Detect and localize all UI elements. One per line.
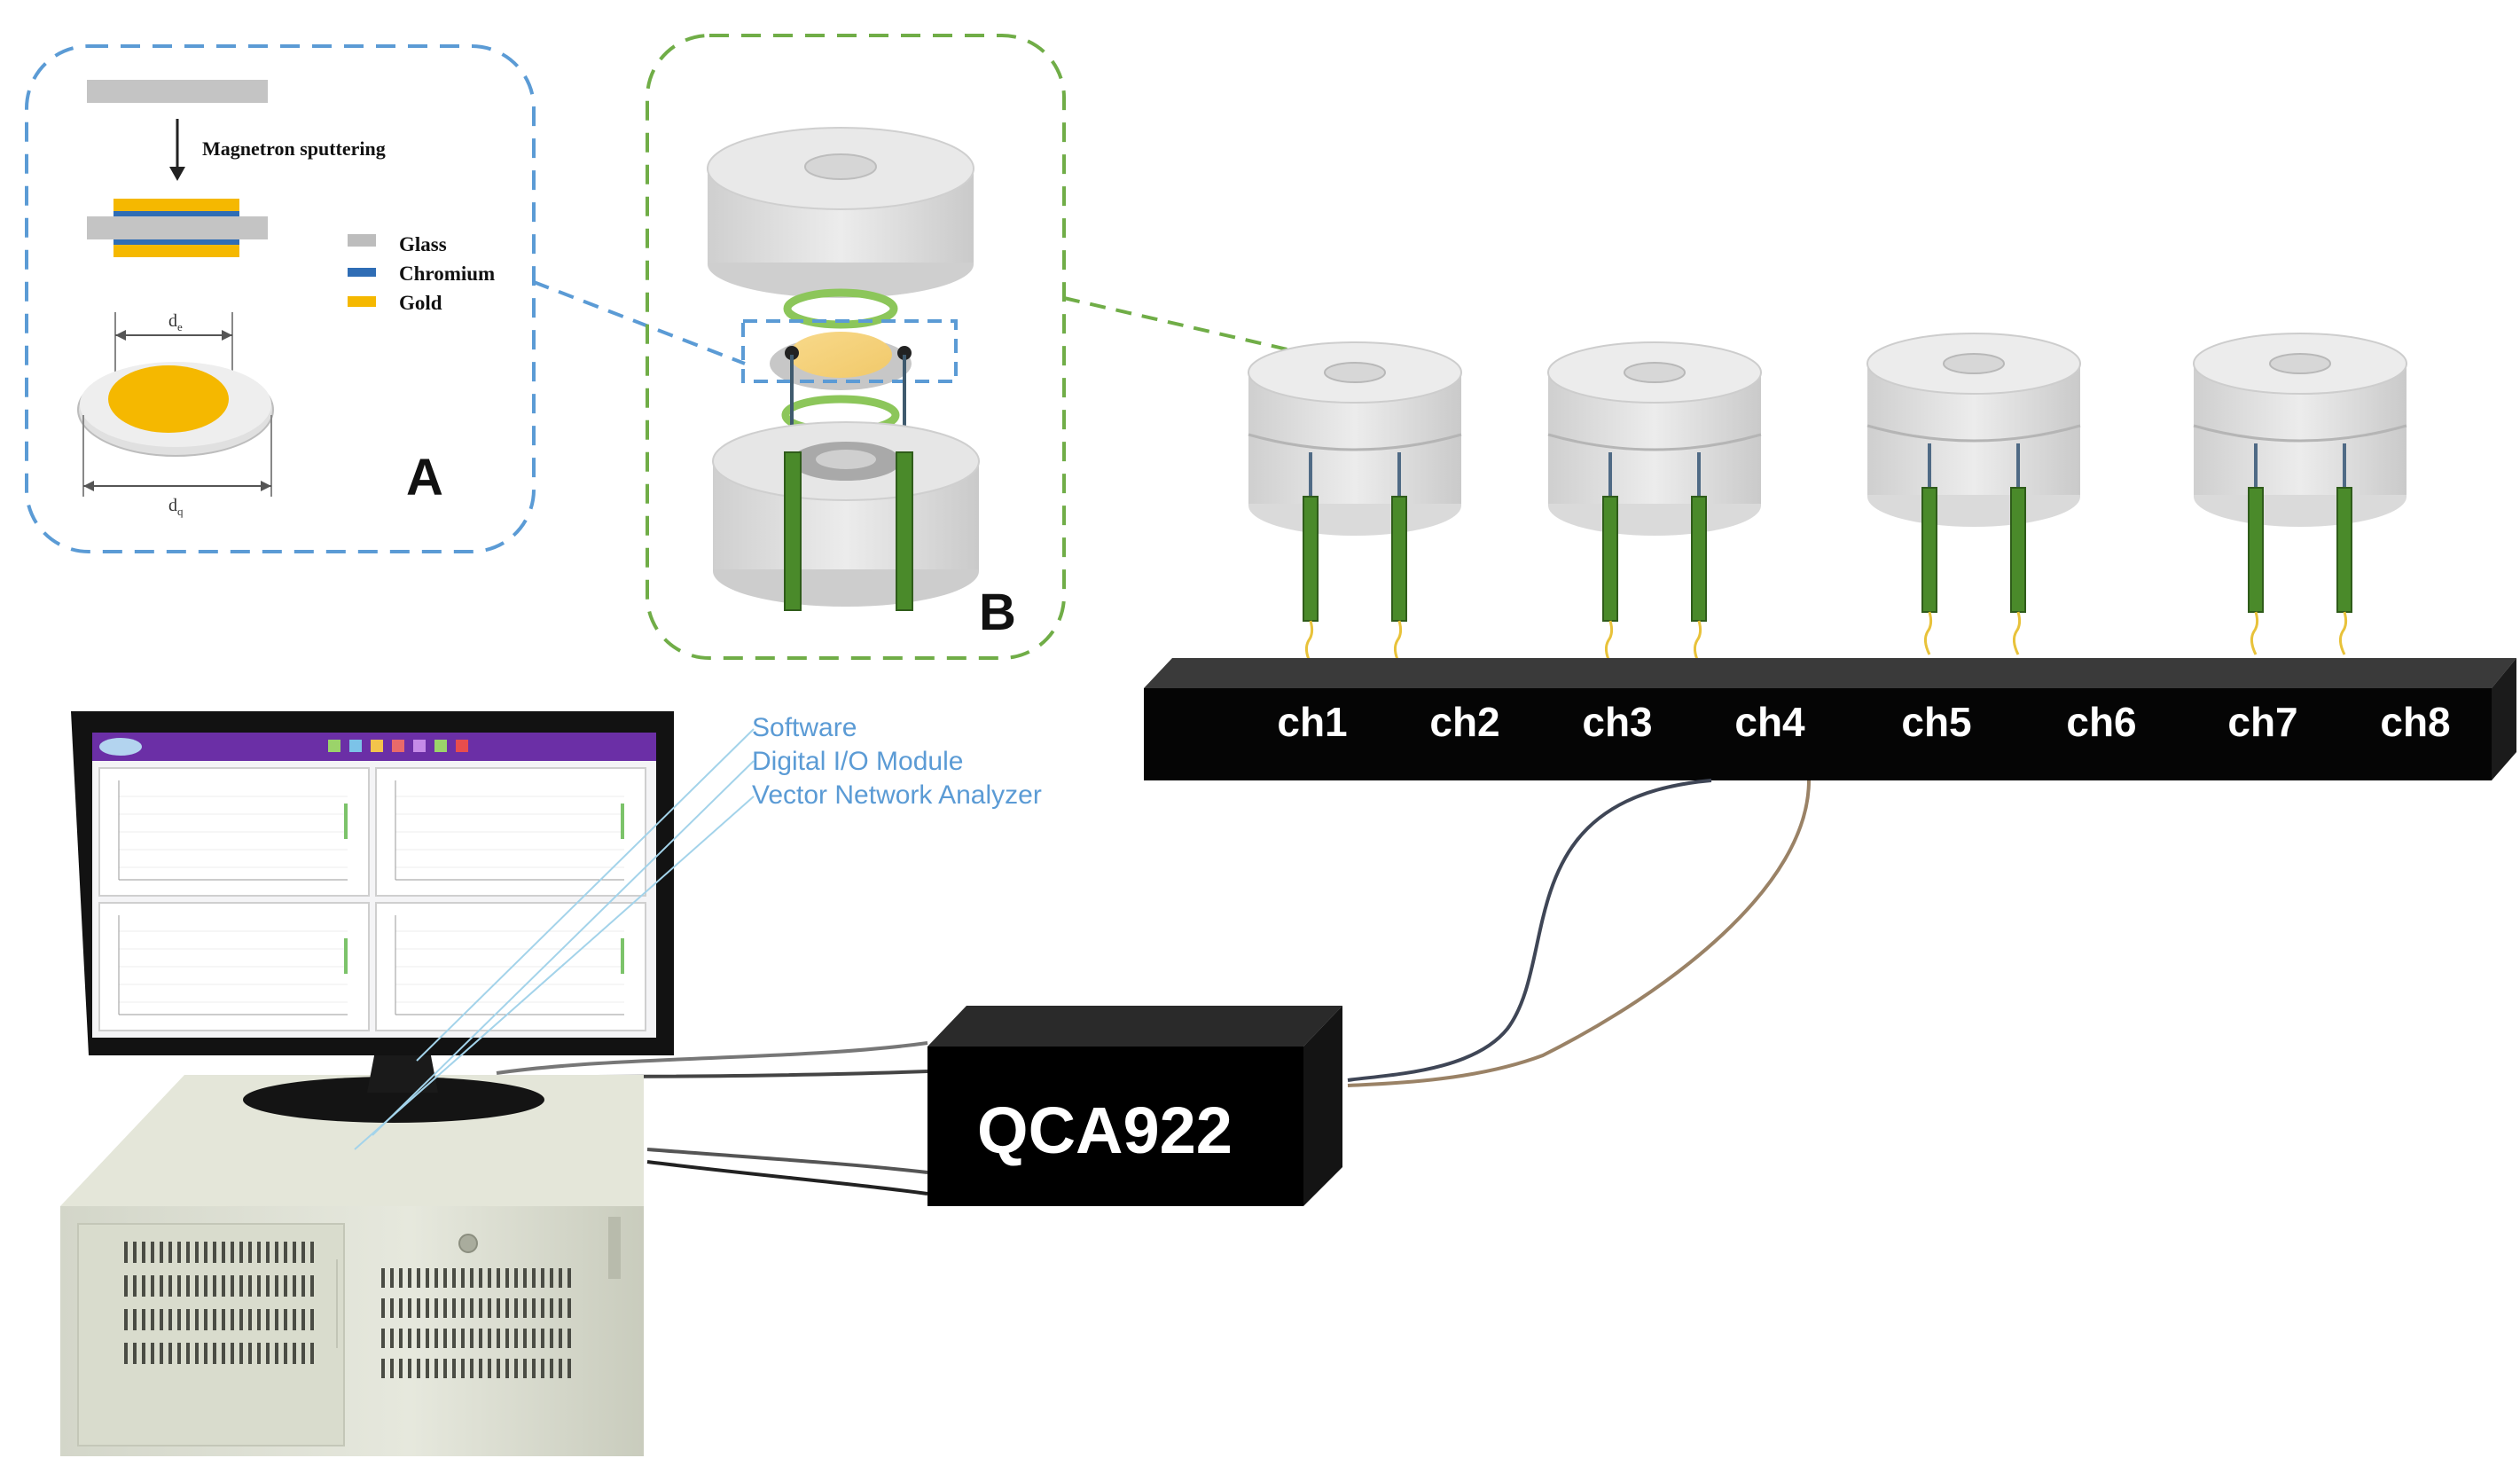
cell-3-electrode-1 xyxy=(1921,487,1937,613)
material-legend: Glass Chromium Gold xyxy=(348,233,495,314)
qca922-analyzer: QCA922 xyxy=(927,1006,1342,1206)
panel-b: B xyxy=(646,34,1066,660)
cell-4-electrode-2 xyxy=(2336,487,2352,613)
leader-software xyxy=(416,728,755,1062)
cable-pc-3 xyxy=(646,1148,928,1174)
leader-dio xyxy=(372,760,755,1136)
cable-brown xyxy=(1347,780,1811,1087)
channel-label-1: ch1 xyxy=(1277,699,1347,745)
cable-pc-4 xyxy=(646,1160,928,1196)
channel-label-6: ch6 xyxy=(2066,699,2136,745)
cell-2-electrode-2 xyxy=(1691,496,1707,622)
channel-label-7: ch7 xyxy=(2227,699,2297,745)
quartz-crystal-disc: de dq xyxy=(77,311,274,518)
app-toolbar-icons xyxy=(328,740,468,752)
panel-a-border xyxy=(25,44,536,553)
qcm-cells xyxy=(1248,333,2407,664)
leader-vna xyxy=(354,796,755,1150)
qca922-label: QCA922 xyxy=(977,1094,1233,1167)
panel-b-border xyxy=(646,34,1066,660)
legend-glass: Glass xyxy=(399,233,447,255)
left-electrode-rod xyxy=(784,451,802,611)
gold-swatch xyxy=(348,296,376,307)
bar-front-face xyxy=(1144,688,2492,780)
chromium-swatch xyxy=(348,268,376,277)
sputtered-stack xyxy=(87,199,268,257)
qcm-cell-3 xyxy=(1867,333,2081,655)
channel-label-2: ch2 xyxy=(1429,699,1499,745)
label-vna: Vector Network Analyzer xyxy=(752,780,1042,810)
right-electrode-rod xyxy=(896,451,913,611)
label-software: Software xyxy=(752,713,857,742)
channel-labels: ch1 ch2 ch3 ch4 ch5 ch6 ch7 ch8 xyxy=(1277,699,2450,745)
lower-holder xyxy=(712,421,980,607)
monitor xyxy=(71,711,674,1123)
channel-label-8: ch8 xyxy=(2380,699,2450,745)
cable-dark xyxy=(1347,779,1712,1082)
electrode-diameter-label: de xyxy=(168,311,183,333)
legend-gold: Gold xyxy=(399,292,442,314)
panel-a: Magnetron sputtering Glass Chromium Gold… xyxy=(25,44,536,553)
cell-4-electrode-1 xyxy=(2248,487,2264,613)
computer-case xyxy=(60,1075,644,1456)
front-vents-right xyxy=(381,1268,571,1378)
upper-o-ring xyxy=(783,288,898,329)
channel-label-3: ch3 xyxy=(1582,699,1652,745)
cell-1-electrode-1 xyxy=(1303,496,1319,622)
label-digital-io: Digital I/O Module xyxy=(752,747,963,776)
crystal-gold xyxy=(789,332,892,378)
qcm-cell-4 xyxy=(2193,333,2407,655)
bar-top-face xyxy=(1144,658,2516,688)
magnetron-sputtering-label: Magnetron sputtering xyxy=(202,137,386,160)
panel-b-letter: B xyxy=(979,584,1016,641)
cell-2-electrode-1 xyxy=(1602,496,1618,622)
channel-label-4: ch4 xyxy=(1734,699,1805,745)
crystal-callout-box xyxy=(741,319,958,383)
bar-end-face xyxy=(2492,658,2516,780)
cell-3-electrode-2 xyxy=(2010,487,2026,613)
legend-chromium: Chromium xyxy=(399,263,495,285)
upper-holder xyxy=(707,127,974,298)
front-vents-left xyxy=(124,1242,314,1364)
channel-switch-bar: ch1 ch2 ch3 ch4 ch5 ch6 ch7 ch8 xyxy=(1144,658,2516,780)
monitor-base xyxy=(243,1077,544,1123)
cell-1-electrode-2 xyxy=(1391,496,1407,622)
panel-a-letter: A xyxy=(406,449,443,506)
glass-substrate xyxy=(87,80,268,103)
process-arrow-head xyxy=(169,167,185,181)
link-a-to-b xyxy=(533,280,746,365)
qcm-cell-1 xyxy=(1248,341,1462,664)
power-button[interactable] xyxy=(458,1234,478,1253)
software-labels: Software Digital I/O Module Vector Netwo… xyxy=(752,713,1042,810)
qcm-cell-2 xyxy=(1547,341,1762,664)
glass-swatch xyxy=(348,234,376,247)
crystal-diameter-label: dq xyxy=(168,496,184,518)
channel-label-5: ch5 xyxy=(1901,699,1971,745)
cable-pc-1 xyxy=(496,1041,928,1075)
app-chart-panels xyxy=(98,767,646,1031)
